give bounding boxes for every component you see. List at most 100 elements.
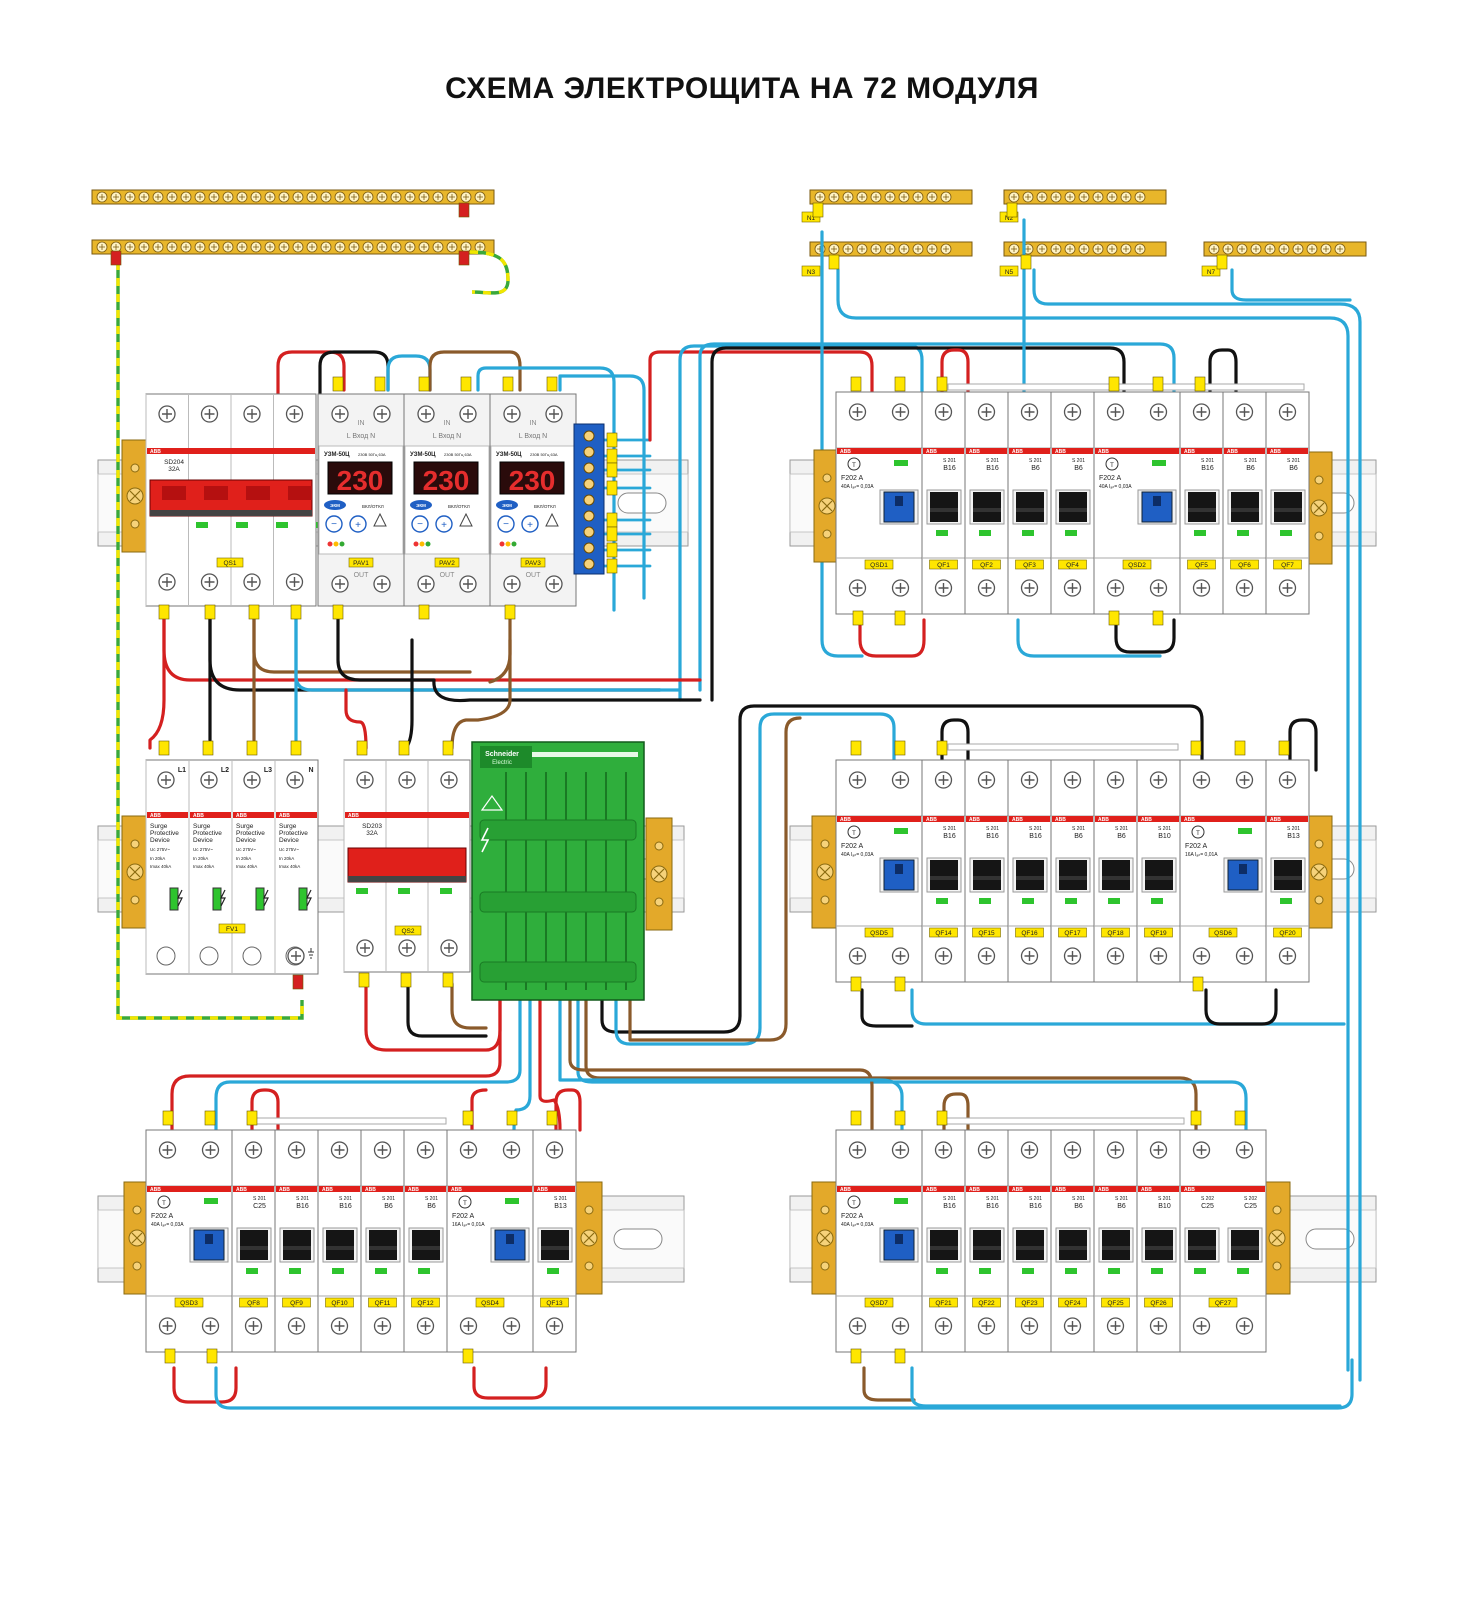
block-screw xyxy=(583,494,595,506)
brand-plate xyxy=(480,746,532,768)
mcb-toggle-line xyxy=(1102,1246,1130,1250)
wire-ferrule xyxy=(1234,1110,1246,1126)
device-tag-text: QF25 xyxy=(1107,1300,1124,1307)
relay-plus-glyph: + xyxy=(355,520,361,531)
end-stop-cross xyxy=(129,866,141,878)
wire-ferrule xyxy=(248,604,260,620)
device-tag xyxy=(216,557,244,568)
comb-busbar xyxy=(945,1117,1185,1125)
lightning-icon xyxy=(177,889,183,907)
abb-stripe xyxy=(837,816,921,822)
bus-screw-slot xyxy=(421,244,427,250)
wire-ferrule xyxy=(398,740,410,756)
mcb-toggle-line xyxy=(1188,508,1216,512)
spd-bottom-slot xyxy=(242,946,262,966)
bus-screw-slot xyxy=(915,246,921,252)
wire-ferrule xyxy=(606,462,618,478)
screw-slot xyxy=(1110,951,1121,961)
status-indicator xyxy=(246,1268,258,1274)
wire-ferrule xyxy=(606,512,618,528)
screw-slot xyxy=(938,775,949,785)
mcb-toggle-line xyxy=(369,1246,397,1250)
mcb-model: S 201 xyxy=(943,826,956,832)
abb-logo: ABB xyxy=(926,449,937,455)
screw-slot xyxy=(334,1321,345,1331)
bus-screw-slot xyxy=(113,244,119,250)
mcb-rating: B6 xyxy=(1117,833,1126,840)
spd-bottom-slot xyxy=(199,946,219,966)
screw-slot xyxy=(335,579,345,589)
wire-ferrule xyxy=(894,1348,906,1364)
relay-plus-glyph: + xyxy=(441,520,447,531)
bus-screw-slot xyxy=(1123,246,1129,252)
bus-screw-slot xyxy=(1095,194,1101,200)
pe-bus-top xyxy=(91,189,495,205)
device-tag-text: QF12 xyxy=(417,1300,434,1307)
status-indicator xyxy=(1065,898,1077,904)
bus-screw-slot xyxy=(1109,246,1115,252)
device-tag-text: QF2 xyxy=(980,562,993,569)
relay-display-value: 230 xyxy=(509,465,556,496)
abb-logo: ABB xyxy=(840,449,851,455)
screw-slot xyxy=(377,579,387,589)
bus-screw-slot xyxy=(1081,194,1087,200)
rail-end-stop xyxy=(1263,1181,1291,1295)
screw-slot xyxy=(360,775,370,785)
wire-ferrule xyxy=(358,972,370,988)
spd-label-line: Surge xyxy=(193,823,211,830)
abb-stripe xyxy=(1267,816,1308,822)
status-indicator xyxy=(1238,828,1252,834)
relay-display xyxy=(413,461,479,495)
wire xyxy=(940,718,970,772)
device-tag-text: QF3 xyxy=(1023,562,1036,569)
mcb-model: S 201 xyxy=(1287,826,1300,832)
mcb-toggle xyxy=(326,1230,354,1260)
bus-screw-slot xyxy=(365,244,371,250)
rcd-model: F202 A xyxy=(151,1213,174,1220)
screw-slot xyxy=(205,1145,216,1155)
mcb-toggle-line xyxy=(541,1246,569,1250)
status-indicator xyxy=(894,460,908,466)
spd-label-line: Surge xyxy=(236,823,254,830)
screw-slot xyxy=(334,1145,345,1155)
wire-ferrule xyxy=(164,1348,176,1364)
relay-display-value: 230 xyxy=(423,465,470,496)
screw-slot xyxy=(1239,775,1250,785)
screw-slot xyxy=(248,1145,259,1155)
mcb-toggle xyxy=(283,1230,311,1260)
bus-screw-slot xyxy=(379,194,385,200)
relay-plus-button xyxy=(521,515,539,533)
wire xyxy=(698,342,1176,692)
device-tag xyxy=(394,925,422,936)
wire-ferrule xyxy=(1006,202,1018,218)
abb-logo: ABB xyxy=(1227,449,1238,455)
status-indicator xyxy=(1280,898,1292,904)
bus-screw-slot xyxy=(1337,246,1343,252)
screw-slot xyxy=(895,775,906,785)
block-screw xyxy=(583,510,595,522)
wire xyxy=(488,612,512,684)
wire-ferrule xyxy=(1234,740,1246,756)
bus-screw-slot xyxy=(169,244,175,250)
end-stop-hole xyxy=(130,839,140,849)
wire-ferrule xyxy=(606,480,618,496)
abb-logo: ABB xyxy=(150,449,161,455)
spd-terminal-label: L3 xyxy=(264,767,272,774)
end-stop-hole xyxy=(132,1205,142,1215)
mcb-toggle xyxy=(1016,492,1044,522)
abb-stripe xyxy=(1181,816,1265,822)
switch-lever-segment xyxy=(204,486,228,500)
wire xyxy=(470,1088,488,1132)
abb-stripe xyxy=(966,816,1007,822)
device-tag-text: QS2 xyxy=(401,928,414,935)
bus-screw-slot xyxy=(169,194,175,200)
bus-screw-slot xyxy=(99,194,105,200)
screw-slot xyxy=(444,943,454,953)
wire xyxy=(602,438,652,568)
screw-slot xyxy=(895,1321,906,1331)
